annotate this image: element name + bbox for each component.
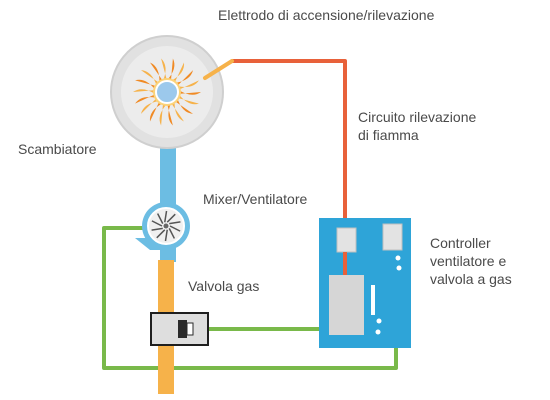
fan-blade [169,225,181,232]
fan-blade [151,227,163,231]
air-duct-upper [160,148,176,206]
flame-petal [135,94,157,104]
exchanger-label: Scambiatore [18,141,97,157]
burner-core [155,80,179,104]
controller-label-line: ventilatore e [430,253,507,269]
fan-blade [151,220,163,227]
flame-petal [135,79,157,90]
fan-blade [156,229,166,239]
fan-hub [163,223,169,229]
flame-circuit-label: Circuito rilevazione di fiamma [358,108,476,144]
flame-petal [161,58,167,81]
flame-petal [177,94,199,105]
flame-circuit-label-line: Circuito rilevazione [358,109,477,125]
flame-petal [150,62,163,83]
flame-petal [133,89,156,94]
controller-label-line: valvola a gas [430,271,512,287]
mixer-fan [135,202,190,250]
connector-strip [371,285,375,315]
electrode-label: Elettrodo di accensione/rilevazione [218,7,435,23]
flame-petal [167,103,173,126]
fan-blade [166,213,176,223]
led-indicator [395,255,401,261]
flame-circuit-label-line: di fiamma [358,127,419,143]
controller-board [319,218,411,348]
processor-chip [329,275,364,335]
electrode [203,59,347,228]
controller-label-line: Controller [430,235,491,251]
flame-petal [177,80,199,90]
led-indicator [376,318,382,324]
controller-label: Controller ventilatore e valvola a gas [430,234,512,288]
flame-detection-terminal [336,227,357,253]
mixer-label: Mixer/Ventilatore [203,191,308,207]
fan-control-terminal [382,223,403,251]
led-indicator [396,265,402,271]
fan-blade [164,210,168,223]
fan-blade [169,221,181,225]
electrode-probe [203,59,234,80]
flame-detection-wire [232,59,347,228]
gas-valve [150,312,209,346]
flame-petal [167,58,175,81]
gas-valve-actuator-right [186,322,194,336]
fan-blade [168,228,176,239]
flame-petal [159,103,167,126]
led-indicator [375,329,381,335]
flame-petal [178,90,201,95]
fan-blade [164,229,168,242]
fan-blades [151,210,181,242]
heat-exchanger [110,35,224,149]
fan-blade [156,213,164,224]
flame-petal [171,101,184,122]
gas-valve-label: Valvola gas [188,278,260,294]
gas-valve-actuator-left [178,320,187,338]
